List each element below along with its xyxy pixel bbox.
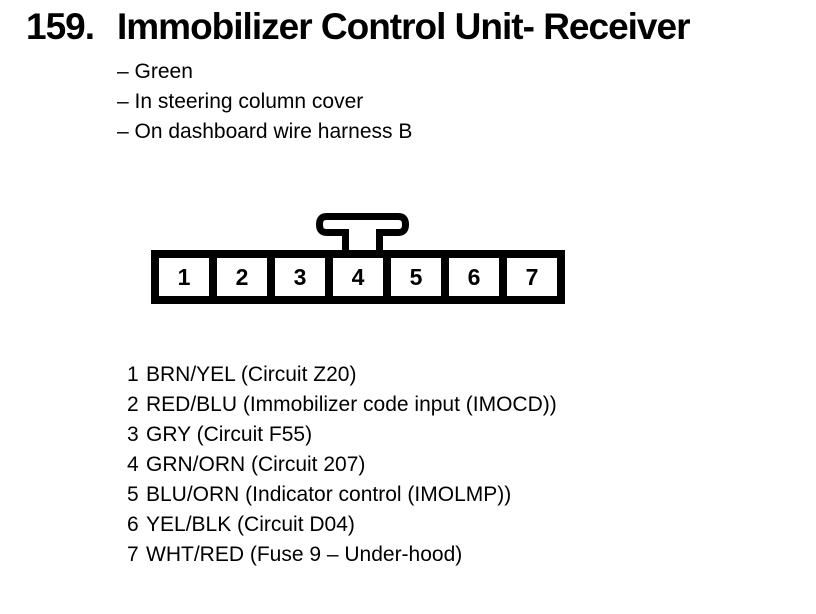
connector-pin-3: 3 bbox=[275, 258, 325, 296]
pin-description: RED/BLU (Immobilizer code input (IMOCD)) bbox=[146, 393, 557, 416]
title-text: Immobilizer Control Unit- Receiver bbox=[117, 6, 690, 47]
connector-pin-5: 5 bbox=[391, 258, 441, 296]
pin-number: 1 bbox=[127, 363, 139, 386]
pin-row: 2 RED/BLU (Immobilizer code input (IMOCD… bbox=[127, 390, 557, 420]
pin-row: 3 GRY (Circuit F55) bbox=[127, 420, 557, 450]
title-number: 159. bbox=[26, 6, 95, 47]
pin-description: GRN/ORN (Circuit 207) bbox=[146, 453, 366, 476]
note-line: – On dashboard wire harness B bbox=[117, 120, 413, 143]
note-line: – In steering column cover bbox=[117, 90, 364, 113]
page-title: 159. Immobilizer Control Unit- Receiver bbox=[26, 6, 690, 48]
connector-pin-2: 2 bbox=[217, 258, 267, 296]
pin-row: 4 GRN/ORN (Circuit 207) bbox=[127, 450, 557, 480]
connector-pin-6: 6 bbox=[449, 258, 499, 296]
notes-list: – Green – In steering column cover – On … bbox=[117, 57, 412, 147]
pin-row: 5 BLU/ORN (Indicator control (IMOLMP)) bbox=[127, 480, 557, 510]
connector-body: 1 2 3 4 5 6 7 bbox=[151, 250, 565, 304]
pin-description: BRN/YEL (Circuit Z20) bbox=[146, 363, 357, 386]
pin-number: 7 bbox=[127, 543, 139, 566]
connector-pin-1: 1 bbox=[159, 258, 209, 296]
pin-row: 6 YEL/BLK (Circuit D04) bbox=[127, 510, 557, 540]
pin-row: 7 WHT/RED (Fuse 9 – Under-hood) bbox=[127, 540, 557, 570]
pin-description: BLU/ORN (Indicator control (IMOLMP)) bbox=[146, 483, 512, 506]
pin-description-list: 1 BRN/YEL (Circuit Z20) 2 RED/BLU (Immob… bbox=[127, 360, 557, 570]
note-line: – Green bbox=[117, 60, 193, 83]
connector-pin-4: 4 bbox=[333, 258, 383, 296]
pin-description: GRY (Circuit F55) bbox=[146, 423, 313, 446]
pin-description: YEL/BLK (Circuit D04) bbox=[146, 513, 355, 536]
connector-pin-7: 7 bbox=[507, 258, 557, 296]
pin-description: WHT/RED (Fuse 9 – Under-hood) bbox=[146, 543, 463, 566]
pin-number: 3 bbox=[127, 423, 139, 446]
pin-number: 6 bbox=[127, 513, 139, 536]
pin-row: 1 BRN/YEL (Circuit Z20) bbox=[127, 360, 557, 390]
connector-lock-tab-icon bbox=[315, 213, 410, 252]
pin-number: 2 bbox=[127, 393, 139, 416]
pin-number: 4 bbox=[127, 453, 139, 476]
pin-number: 5 bbox=[127, 483, 139, 506]
